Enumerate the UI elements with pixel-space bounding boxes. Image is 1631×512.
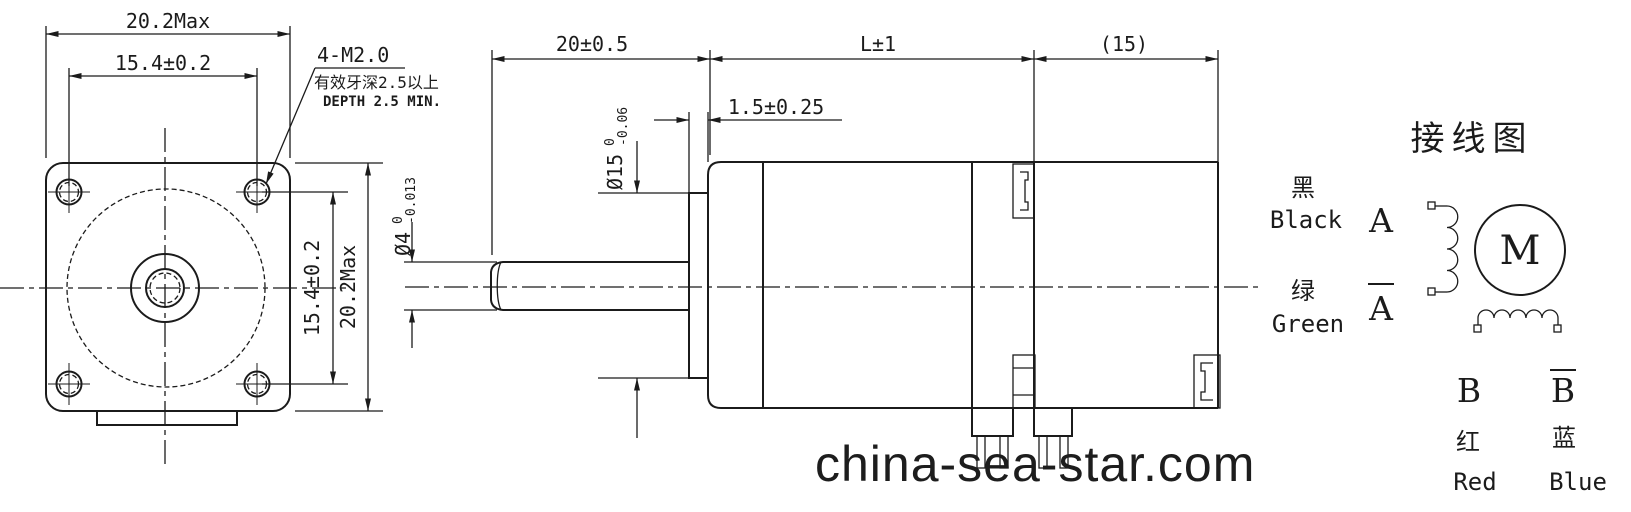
shaft-chamfer bbox=[496, 261, 502, 311]
dim-front-width-outer: 20.2Max bbox=[45, 9, 291, 158]
dim-shaft-dia-lower: -0.013 bbox=[404, 177, 419, 224]
side-view: 20±0.5 L±1 (15) 1.5±0.25 bbox=[391, 32, 1258, 469]
phase-a-bar-label: A bbox=[1368, 289, 1394, 328]
pilot-boss-circle bbox=[130, 253, 200, 323]
dim-rear-length-text: (15) bbox=[1100, 32, 1148, 56]
dim-pilot-thickness: 1.5±0.25 bbox=[654, 95, 842, 193]
front-view: 20.2Max 15.4±0.2 15.4±0.2 20.2Max 4-M2.0 bbox=[0, 9, 441, 466]
motor-circle bbox=[1474, 204, 1566, 296]
lead-black-cn: 黑 bbox=[1291, 174, 1315, 202]
bottom-tab bbox=[96, 411, 238, 426]
dim-front-height-outer-text: 20.2Max bbox=[336, 245, 360, 329]
motor-body-circle bbox=[66, 188, 266, 388]
dim-shaft-dia-upper: 0 bbox=[391, 216, 406, 224]
mounting-hole-bottom-left bbox=[48, 363, 90, 405]
motor-label: M bbox=[1500, 228, 1541, 274]
watermark-text: china-sea-star.com bbox=[815, 436, 1255, 492]
dim-front-width-holes-text: 15.4±0.2 bbox=[115, 51, 211, 75]
lead-blue-cn: 蓝 bbox=[1552, 424, 1576, 452]
shaft-hole-inner-circle bbox=[149, 272, 181, 304]
thread-callout-line1: 4-M2.0 bbox=[317, 43, 389, 67]
pilot-boss bbox=[688, 192, 709, 379]
dim-pilot-dia-upper: 0 bbox=[603, 138, 618, 146]
dim-shaft-dia-base: Ø4 bbox=[391, 232, 415, 256]
coil-phase-b bbox=[1473, 309, 1562, 333]
dim-front-height-outer: 20.2Max bbox=[295, 162, 383, 412]
thread-callout: 4-M2.0 有效牙深2.5以上 DEPTH 2.5 MIN. bbox=[265, 43, 441, 185]
dim-front-height-holes: 15.4±0.2 bbox=[262, 191, 348, 385]
flange-outline bbox=[45, 162, 291, 412]
clip-bottom bbox=[1012, 354, 1036, 409]
dim-pilot-thickness-text: 1.5±0.25 bbox=[728, 95, 824, 119]
lead-green-cn: 绿 bbox=[1291, 277, 1315, 305]
lead-blue-en: Blue bbox=[1549, 468, 1607, 496]
phase-b-label: B bbox=[1457, 371, 1481, 410]
lead-green-en: Green bbox=[1272, 310, 1344, 338]
thread-callout-line2: 有效牙深2.5以上 bbox=[314, 73, 439, 92]
dim-body-length-text: L±1 bbox=[860, 32, 896, 56]
dim-front-width-outer-text: 20.2Max bbox=[126, 9, 210, 33]
phase-b-bar-label: B bbox=[1551, 371, 1575, 410]
clip-rear-bottom bbox=[1193, 354, 1221, 409]
dim-shaft-dia: Ø4 0 -0.013 bbox=[391, 177, 497, 348]
dim-shaft-length-text: 20±0.5 bbox=[556, 32, 628, 56]
dim-pilot-dia: Ø15 0 -0.06 bbox=[598, 107, 689, 438]
lead-red-en: Red bbox=[1453, 468, 1496, 496]
shaft-hole-circle bbox=[145, 268, 185, 308]
dim-body-length: L±1 bbox=[710, 32, 1035, 162]
connector-tabs bbox=[971, 407, 1073, 469]
wiring-diagram: 接线图 黑 Black A 绿 A Green M B B 红 bbox=[1270, 119, 1607, 496]
dim-front-height-holes-text: 15.4±0.2 bbox=[300, 240, 324, 336]
dim-shaft-length: 20±0.5 bbox=[491, 32, 711, 255]
clip-top bbox=[1012, 163, 1035, 219]
lead-black-en: Black bbox=[1270, 206, 1343, 234]
dim-pilot-dia-lower: -0.06 bbox=[616, 107, 631, 146]
thread-callout-line3: DEPTH 2.5 MIN. bbox=[323, 94, 441, 110]
phase-a-label: A bbox=[1368, 201, 1394, 240]
lead-red-cn: 红 bbox=[1456, 428, 1480, 456]
dim-front-width-holes: 15.4±0.2 bbox=[68, 51, 258, 186]
wiring-title: 接线图 bbox=[1411, 119, 1534, 159]
dim-pilot-dia-base: Ø15 bbox=[603, 154, 627, 190]
dim-rear-length: (15) bbox=[1034, 32, 1219, 162]
motor-body bbox=[707, 161, 972, 409]
coil-phase-a bbox=[1427, 201, 1459, 296]
shaft-outline bbox=[490, 261, 689, 311]
